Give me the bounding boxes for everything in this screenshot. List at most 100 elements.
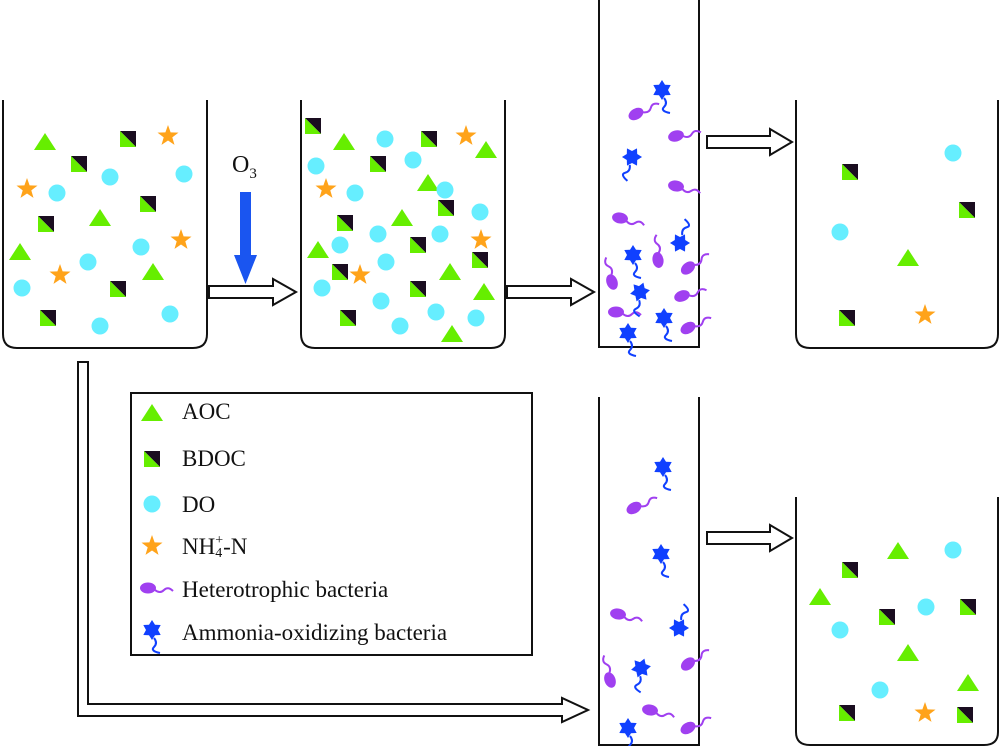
- do-circle-icon: [831, 621, 849, 639]
- legend-label-aoc: AOC: [182, 399, 231, 424]
- heterotrophic-bacteria-icon: [608, 306, 642, 318]
- heterotrophic-bacteria-icon: [626, 496, 658, 515]
- heterotrophic-bacteria-icon: [674, 288, 707, 302]
- nh4-star-icon: [157, 125, 179, 145]
- ammonia-oxidizing-bacteria-icon: [655, 308, 673, 342]
- do-circle-icon: [161, 305, 179, 323]
- beaker-effluent-direct: [795, 497, 999, 746]
- bdoc-square-icon: [140, 196, 156, 212]
- ammonia-oxidizing-bacteria-icon: [669, 218, 691, 252]
- do-circle-icon: [307, 157, 325, 175]
- do-circle-icon: [831, 223, 849, 241]
- heterotrophic-bacteria-icon: [652, 234, 664, 268]
- heterotrophic-bacteria-icon: [680, 649, 710, 671]
- bdoc-square-icon: [340, 310, 356, 326]
- legend-label-do: DO: [182, 492, 216, 517]
- ammonia-oxidizing-bacteria-icon: [653, 80, 671, 114]
- heterotrophic-bacteria-icon: [668, 180, 701, 194]
- nh4-star-icon: [470, 229, 492, 249]
- legend-label-bdoc: BDOC: [182, 446, 246, 471]
- aoc-triangle-icon: [89, 209, 111, 226]
- bdoc-square-icon: [842, 562, 858, 578]
- beaker-ozonated-water: [300, 100, 506, 349]
- arrow-to-effluent-direct: [706, 523, 794, 553]
- bdoc-square-icon: [410, 237, 426, 253]
- ammonia-oxidizing-bacteria-icon: [668, 603, 690, 637]
- ammonia-oxidizing-bacteria-icon: [619, 718, 637, 746]
- bdoc-square-icon: [120, 131, 136, 147]
- do-circle-icon: [871, 681, 889, 699]
- bdoc-square-icon: [421, 131, 437, 147]
- heterotrophic-bacteria-icon: [642, 704, 675, 718]
- do-circle-icon: [143, 495, 161, 513]
- do-circle-icon: [372, 292, 390, 310]
- legend: [130, 392, 533, 656]
- bdoc-square-icon: [305, 118, 321, 134]
- do-circle-icon: [313, 279, 331, 297]
- aoc-triangle-icon: [897, 249, 919, 266]
- nh4-star-icon: [914, 702, 936, 722]
- bdoc-square-icon: [957, 707, 973, 723]
- aoc-triangle-icon: [473, 283, 495, 300]
- aoc-triangle-icon: [809, 588, 831, 605]
- nh4-star-icon: [141, 535, 163, 555]
- do-circle-icon: [369, 225, 387, 243]
- do-circle-icon: [132, 238, 150, 256]
- aoc-triangle-icon: [897, 644, 919, 661]
- aoc-triangle-icon: [439, 263, 461, 280]
- do-circle-icon: [944, 144, 962, 162]
- ammonia-oxidizing-bacteria-icon: [619, 323, 637, 357]
- nh4-star-icon: [315, 178, 337, 198]
- heterotrophic-bacteria-icon: [628, 102, 660, 121]
- ammonia-oxidizing-bacteria-icon: [624, 245, 642, 279]
- heterotrophic-bacteria-icon: [680, 316, 712, 335]
- do-circle-icon: [175, 165, 193, 183]
- bdoc-square-icon: [38, 216, 54, 232]
- do-circle-icon: [13, 279, 31, 297]
- heterotrophic-bacteria-icon: [602, 655, 616, 688]
- bdoc-square-icon: [144, 451, 160, 467]
- nh4-star-icon: [170, 229, 192, 249]
- bdoc-square-icon: [842, 164, 858, 180]
- legend-label-heterotrophic: Heterotrophic bacteria: [182, 577, 389, 602]
- aoc-triangle-icon: [887, 542, 909, 559]
- nh4-star-icon: [16, 178, 38, 198]
- do-circle-icon: [48, 184, 66, 202]
- bdoc-square-icon: [410, 281, 426, 297]
- do-circle-icon: [404, 151, 422, 169]
- do-circle-icon: [391, 317, 409, 335]
- heterotrophic-bacteria-icon: [680, 716, 712, 735]
- bdoc-square-icon: [40, 310, 56, 326]
- aoc-triangle-icon: [9, 243, 31, 260]
- nh4-star-icon: [455, 125, 477, 145]
- do-circle-icon: [427, 303, 445, 321]
- beaker-raw-water: [2, 100, 208, 349]
- ammonia-oxidizing-bacteria-icon: [654, 457, 672, 491]
- do-circle-icon: [436, 181, 454, 199]
- do-circle-icon: [101, 168, 119, 186]
- do-circle-icon: [331, 236, 349, 254]
- ammonia-oxidizing-bacteria-icon: [143, 620, 161, 654]
- bdoc-square-icon: [110, 281, 126, 297]
- aoc-triangle-icon: [417, 174, 439, 191]
- bdoc-square-icon: [438, 200, 454, 216]
- do-circle-icon: [79, 253, 97, 271]
- ammonia-oxidizing-bacteria-icon: [631, 658, 651, 694]
- aoc-triangle-icon: [957, 674, 979, 691]
- do-circle-icon: [377, 253, 395, 271]
- heterotrophic-bacteria-icon: [604, 257, 618, 290]
- aoc-triangle-icon: [141, 404, 163, 421]
- legend-label-nh4: NH+4-N: [182, 532, 248, 561]
- do-circle-icon: [346, 184, 364, 202]
- do-circle-icon: [91, 317, 109, 335]
- aoc-triangle-icon: [142, 263, 164, 280]
- bdoc-square-icon: [370, 156, 386, 172]
- heterotrophic-bacteria-icon: [140, 582, 174, 594]
- nh4-star-icon: [914, 304, 936, 324]
- legend-label-aob: Ammonia-oxidizing bacteria: [182, 620, 448, 645]
- bdoc-square-icon: [879, 609, 895, 625]
- aoc-triangle-icon: [307, 241, 329, 258]
- ammonia-oxidizing-bacteria-icon: [652, 544, 670, 578]
- nh4-star-icon: [349, 264, 371, 284]
